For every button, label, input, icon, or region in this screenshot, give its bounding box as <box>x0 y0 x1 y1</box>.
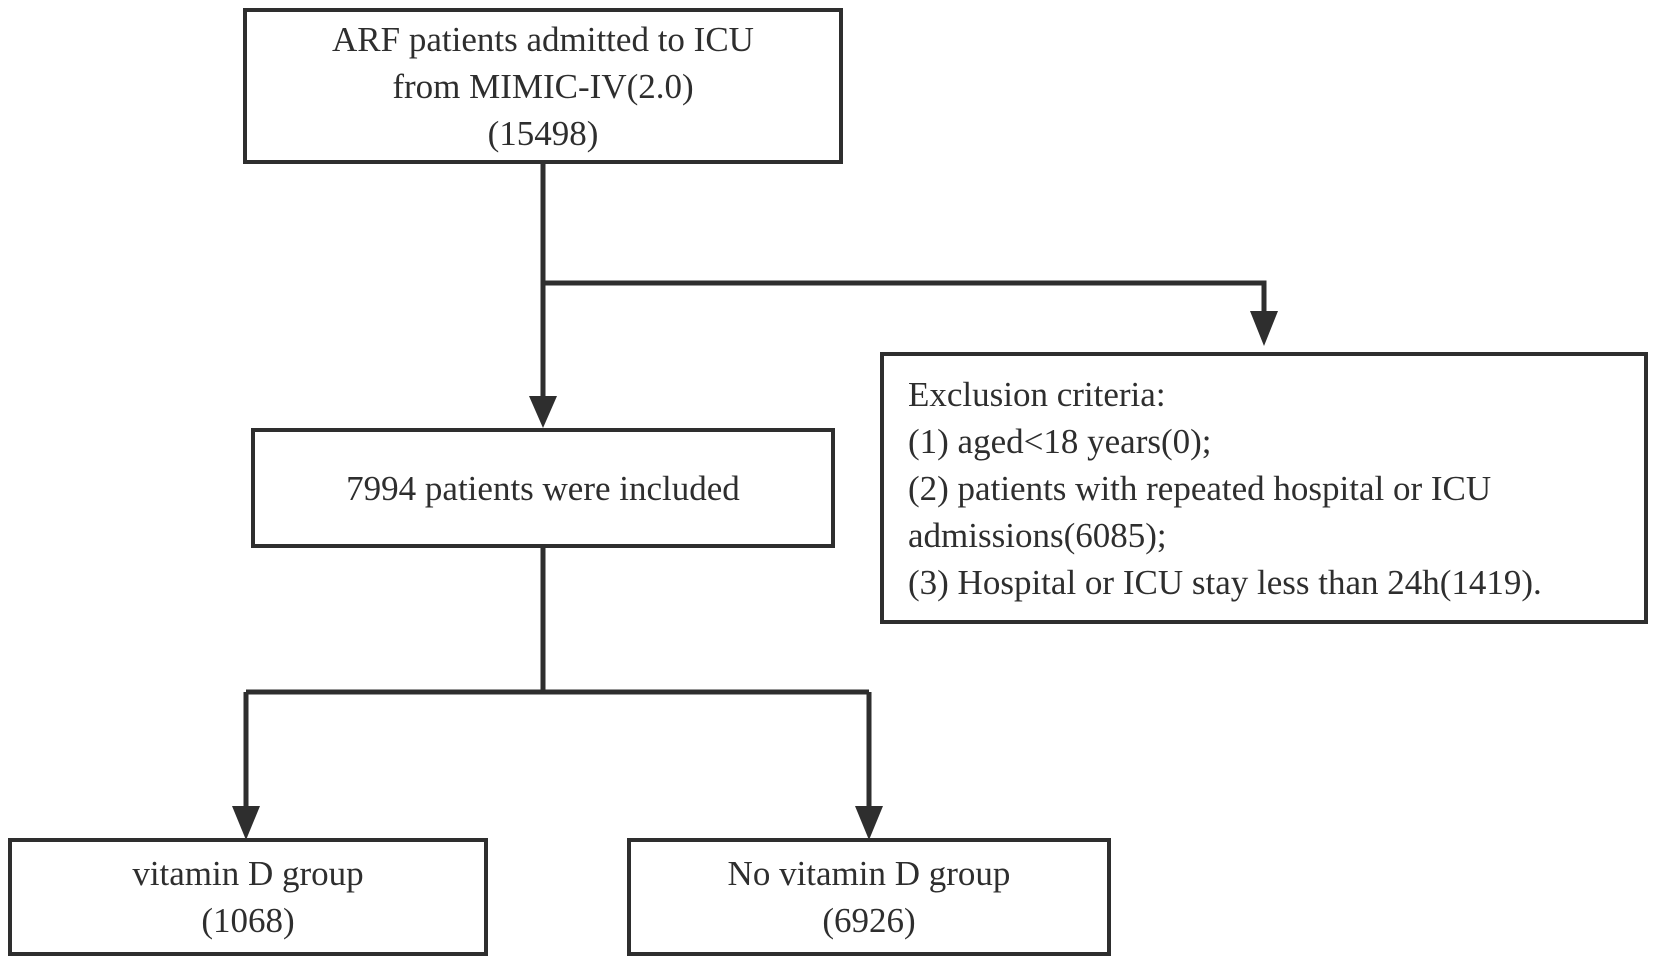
exclusion-line-2: (2) patients with repeated hospital or I… <box>908 468 1492 508</box>
source-line-1: ARF patients admitted to ICU <box>332 19 754 59</box>
arrowhead-included <box>529 396 557 428</box>
connector-branch-to-exclusion <box>543 280 1267 313</box>
arrowhead-exclusion <box>1250 311 1278 346</box>
source-line-3: (15498) <box>487 113 599 153</box>
no-vitd-group-label: No vitamin D group <box>727 854 1011 893</box>
no-vitamin-d-group-box: No vitamin D group (6926) <box>627 838 1111 956</box>
source-line-2: from MIMIC-IV(2.0) <box>392 66 694 106</box>
source-population-box: ARF patients admitted to ICU from MIMIC-… <box>243 8 843 164</box>
vitd-group-label: vitamin D group <box>132 854 364 893</box>
exclusion-line-1: (1) aged<18 years(0); <box>908 421 1212 461</box>
arrowhead-no-vitd-group <box>855 806 883 840</box>
arrowhead-vitd-group <box>232 806 260 840</box>
exclusion-line-3: admissions(6085); <box>908 515 1167 555</box>
exclusion-heading: Exclusion criteria: <box>908 374 1166 414</box>
exclusion-criteria-box: Exclusion criteria: (1) aged<18 years(0)… <box>880 352 1648 624</box>
included-patients-box: 7994 patients were included <box>251 428 835 548</box>
vitamin-d-group-box: vitamin D group (1068) <box>8 838 488 956</box>
included-line-1: 7994 patients were included <box>346 468 740 508</box>
vitd-group-count: (1068) <box>201 901 295 940</box>
exclusion-line-4: (3) Hospital or ICU stay less than 24h(1… <box>908 562 1542 602</box>
no-vitd-group-count: (6926) <box>822 901 916 940</box>
